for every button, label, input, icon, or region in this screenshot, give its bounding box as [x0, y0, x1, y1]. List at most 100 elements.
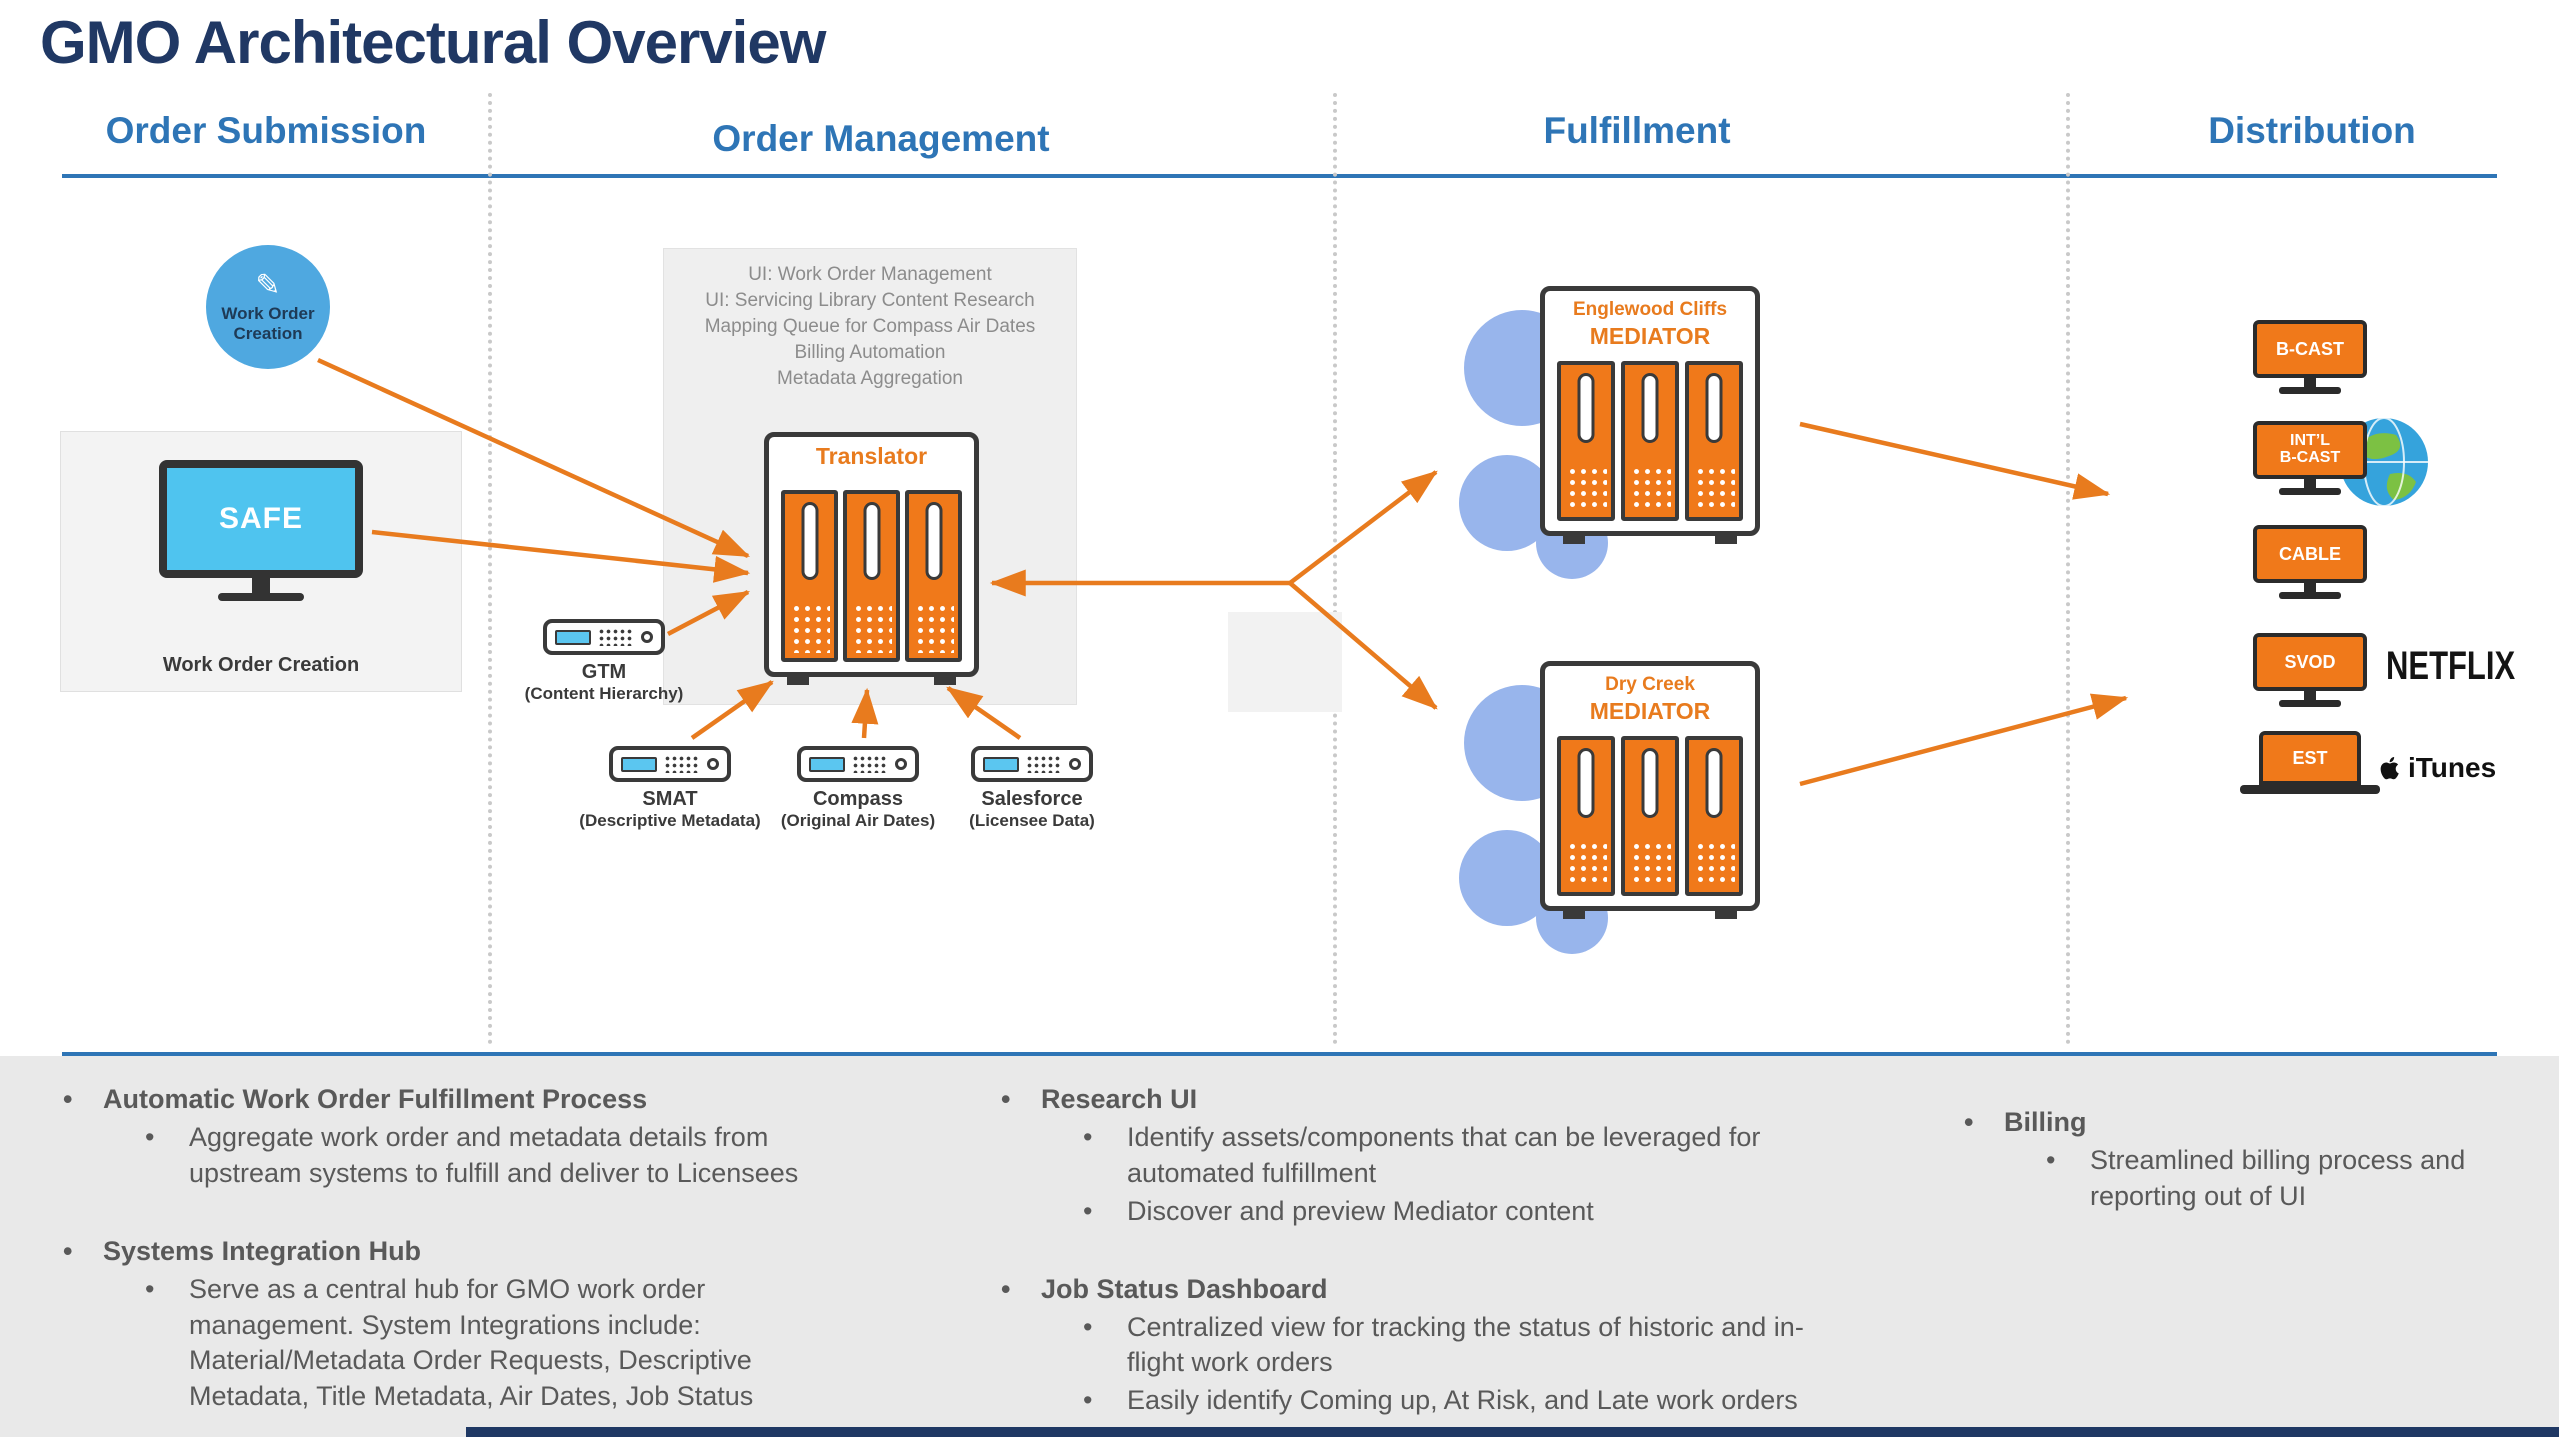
column-separator-1	[488, 93, 492, 1045]
compass-device-group: Compass (Original Air Dates)	[688, 746, 1028, 831]
footer-divider-line	[62, 1052, 2497, 1056]
device-dot-grid	[852, 755, 888, 773]
device-screen	[809, 756, 845, 772]
cable-screen: CABLE	[2253, 525, 2367, 583]
est-screen: EST	[2259, 731, 2361, 785]
server-column	[1557, 736, 1615, 896]
footer-heading: Systems Integration Hub	[57, 1234, 847, 1270]
arrow-englewood-to-distribution	[1799, 421, 2111, 500]
device-screen	[555, 629, 591, 645]
server-slot	[1641, 748, 1659, 818]
gtm-appliance-icon	[543, 619, 665, 655]
column-header-order-management: Order Management	[712, 118, 1050, 159]
dry-creek-mediator-server: Dry Creek MEDIATOR	[1540, 661, 1760, 919]
server-dot-grid	[1629, 839, 1671, 887]
monitor-base	[2279, 488, 2341, 495]
safe-screen: SAFE	[159, 460, 363, 578]
footer-heading: Automatic Work Order Fulfillment Process	[57, 1082, 847, 1118]
server-column	[843, 490, 900, 662]
salesforce-label: Salesforce	[981, 788, 1083, 810]
smat-device-group: SMAT (Descriptive Metadata)	[500, 746, 840, 831]
est-label: EST	[2292, 747, 2328, 768]
compass-subtitle: (Original Air Dates)	[780, 811, 936, 830]
server-dot-grid	[851, 601, 892, 653]
monitor-base	[2279, 592, 2341, 599]
footer-heading: Billing	[1958, 1105, 2498, 1141]
footer-item: Streamlined billing process and reportin…	[1958, 1143, 2498, 1215]
capability-line: Billing Automation	[794, 342, 946, 363]
monitor-base	[2279, 700, 2341, 707]
itunes-logo: iTunes	[2378, 752, 2496, 784]
footer-block: Job Status Dashboard Centralized view fo…	[995, 1272, 1855, 1420]
server-foot	[934, 675, 956, 685]
order-management-capability-list: UI: Work Order Management UI: Servicing …	[663, 262, 1077, 392]
monitor-neck	[2304, 378, 2316, 387]
gtm-subtitle: (Content Hierarchy)	[524, 684, 684, 703]
netflix-logo: NETFLIX	[2386, 642, 2516, 689]
footer-item: Centralized view for tracking the status…	[995, 1310, 1855, 1382]
translator-label: Translator	[815, 443, 928, 469]
compass-label: Compass	[812, 788, 904, 810]
footer-block: Billing Streamlined billing process and …	[1958, 1105, 2498, 1215]
device-screen	[983, 756, 1019, 772]
footer-heading: Job Status Dashboard	[995, 1272, 1855, 1308]
channel-cable: CABLE	[2253, 525, 2367, 599]
server-foot	[787, 675, 809, 685]
server-dot-grid	[1629, 464, 1671, 512]
bcast-screen: B-CAST	[2253, 320, 2367, 378]
intl-bcast-label-line2: B-CAST	[2279, 449, 2341, 466]
footer-column-1: Automatic Work Order Fulfillment Process…	[57, 1082, 847, 1415]
server-foot	[1715, 909, 1737, 919]
bcast-label: B-CAST	[2276, 338, 2344, 359]
server-foot	[1563, 909, 1585, 919]
gtm-device-group: GTM (Content Hierarchy)	[434, 619, 774, 704]
server-column	[781, 490, 838, 662]
englewood-cliffs-mediator-group: Englewood Cliffs MEDIATOR	[1452, 286, 1782, 596]
footer-block: Systems Integration Hub Serve as a centr…	[57, 1234, 847, 1416]
arrow-fork-to-englewood-mediator	[1288, 470, 1438, 585]
header-divider-line	[62, 174, 2497, 178]
capability-line: UI: Work Order Management	[748, 264, 992, 285]
page-title: GMO Architectural Overview	[40, 9, 826, 76]
server-column	[1685, 361, 1743, 521]
column-header-fulfillment: Fulfillment	[1543, 110, 1731, 151]
monitor-neck	[2304, 479, 2316, 488]
laptop-base	[2240, 785, 2380, 794]
server-column	[905, 490, 962, 662]
footer-item: Discover and preview Mediator content	[995, 1194, 1855, 1230]
device-knob	[895, 758, 907, 770]
column-separator-2	[1333, 93, 1337, 1045]
smat-appliance-icon	[609, 746, 731, 782]
dry-creek-mediator-group: Dry Creek MEDIATOR	[1452, 661, 1782, 971]
itunes-label: iTunes	[2408, 752, 2497, 783]
channel-est: EST	[2240, 731, 2380, 794]
compass-appliance-icon	[797, 746, 919, 782]
smat-subtitle: (Descriptive Metadata)	[579, 811, 761, 830]
safe-monitor-icon: SAFE	[159, 460, 363, 601]
footer-block: Automatic Work Order Fulfillment Process…	[57, 1082, 847, 1192]
server-dot-grid	[1565, 839, 1607, 887]
server-column	[1685, 736, 1743, 896]
cable-label: CABLE	[2279, 543, 2341, 564]
pencil-icon: ✎	[255, 268, 281, 302]
server-column	[1621, 361, 1679, 521]
server-columns	[1557, 736, 1743, 896]
smat-label: SMAT	[642, 788, 698, 810]
footer-column-2: Research UI Identify assets/components t…	[995, 1082, 1855, 1419]
mediator-location-label: Dry Creek	[1605, 674, 1695, 695]
footer-column-3: Billing Streamlined billing process and …	[1958, 1105, 2498, 1215]
column-header-order-submission: Order Submission	[105, 110, 427, 151]
footer-item: Aggregate work order and metadata detail…	[57, 1120, 847, 1192]
server-dot-grid	[1565, 464, 1607, 512]
device-dot-grid	[1026, 755, 1062, 773]
device-dot-grid	[598, 628, 634, 646]
capability-line: Mapping Queue for Compass Air Dates	[704, 316, 1036, 337]
server-slot	[863, 502, 880, 580]
svod-label: SVOD	[2284, 651, 2336, 672]
capability-line: Metadata Aggregation	[777, 368, 963, 389]
channel-intl-bcast: INT’L B-CAST	[2253, 421, 2367, 495]
safe-caption: Work Order Creation	[162, 654, 360, 676]
server-foot	[1715, 534, 1737, 544]
server-slot	[1577, 748, 1595, 818]
monitor-neck	[2304, 583, 2316, 592]
